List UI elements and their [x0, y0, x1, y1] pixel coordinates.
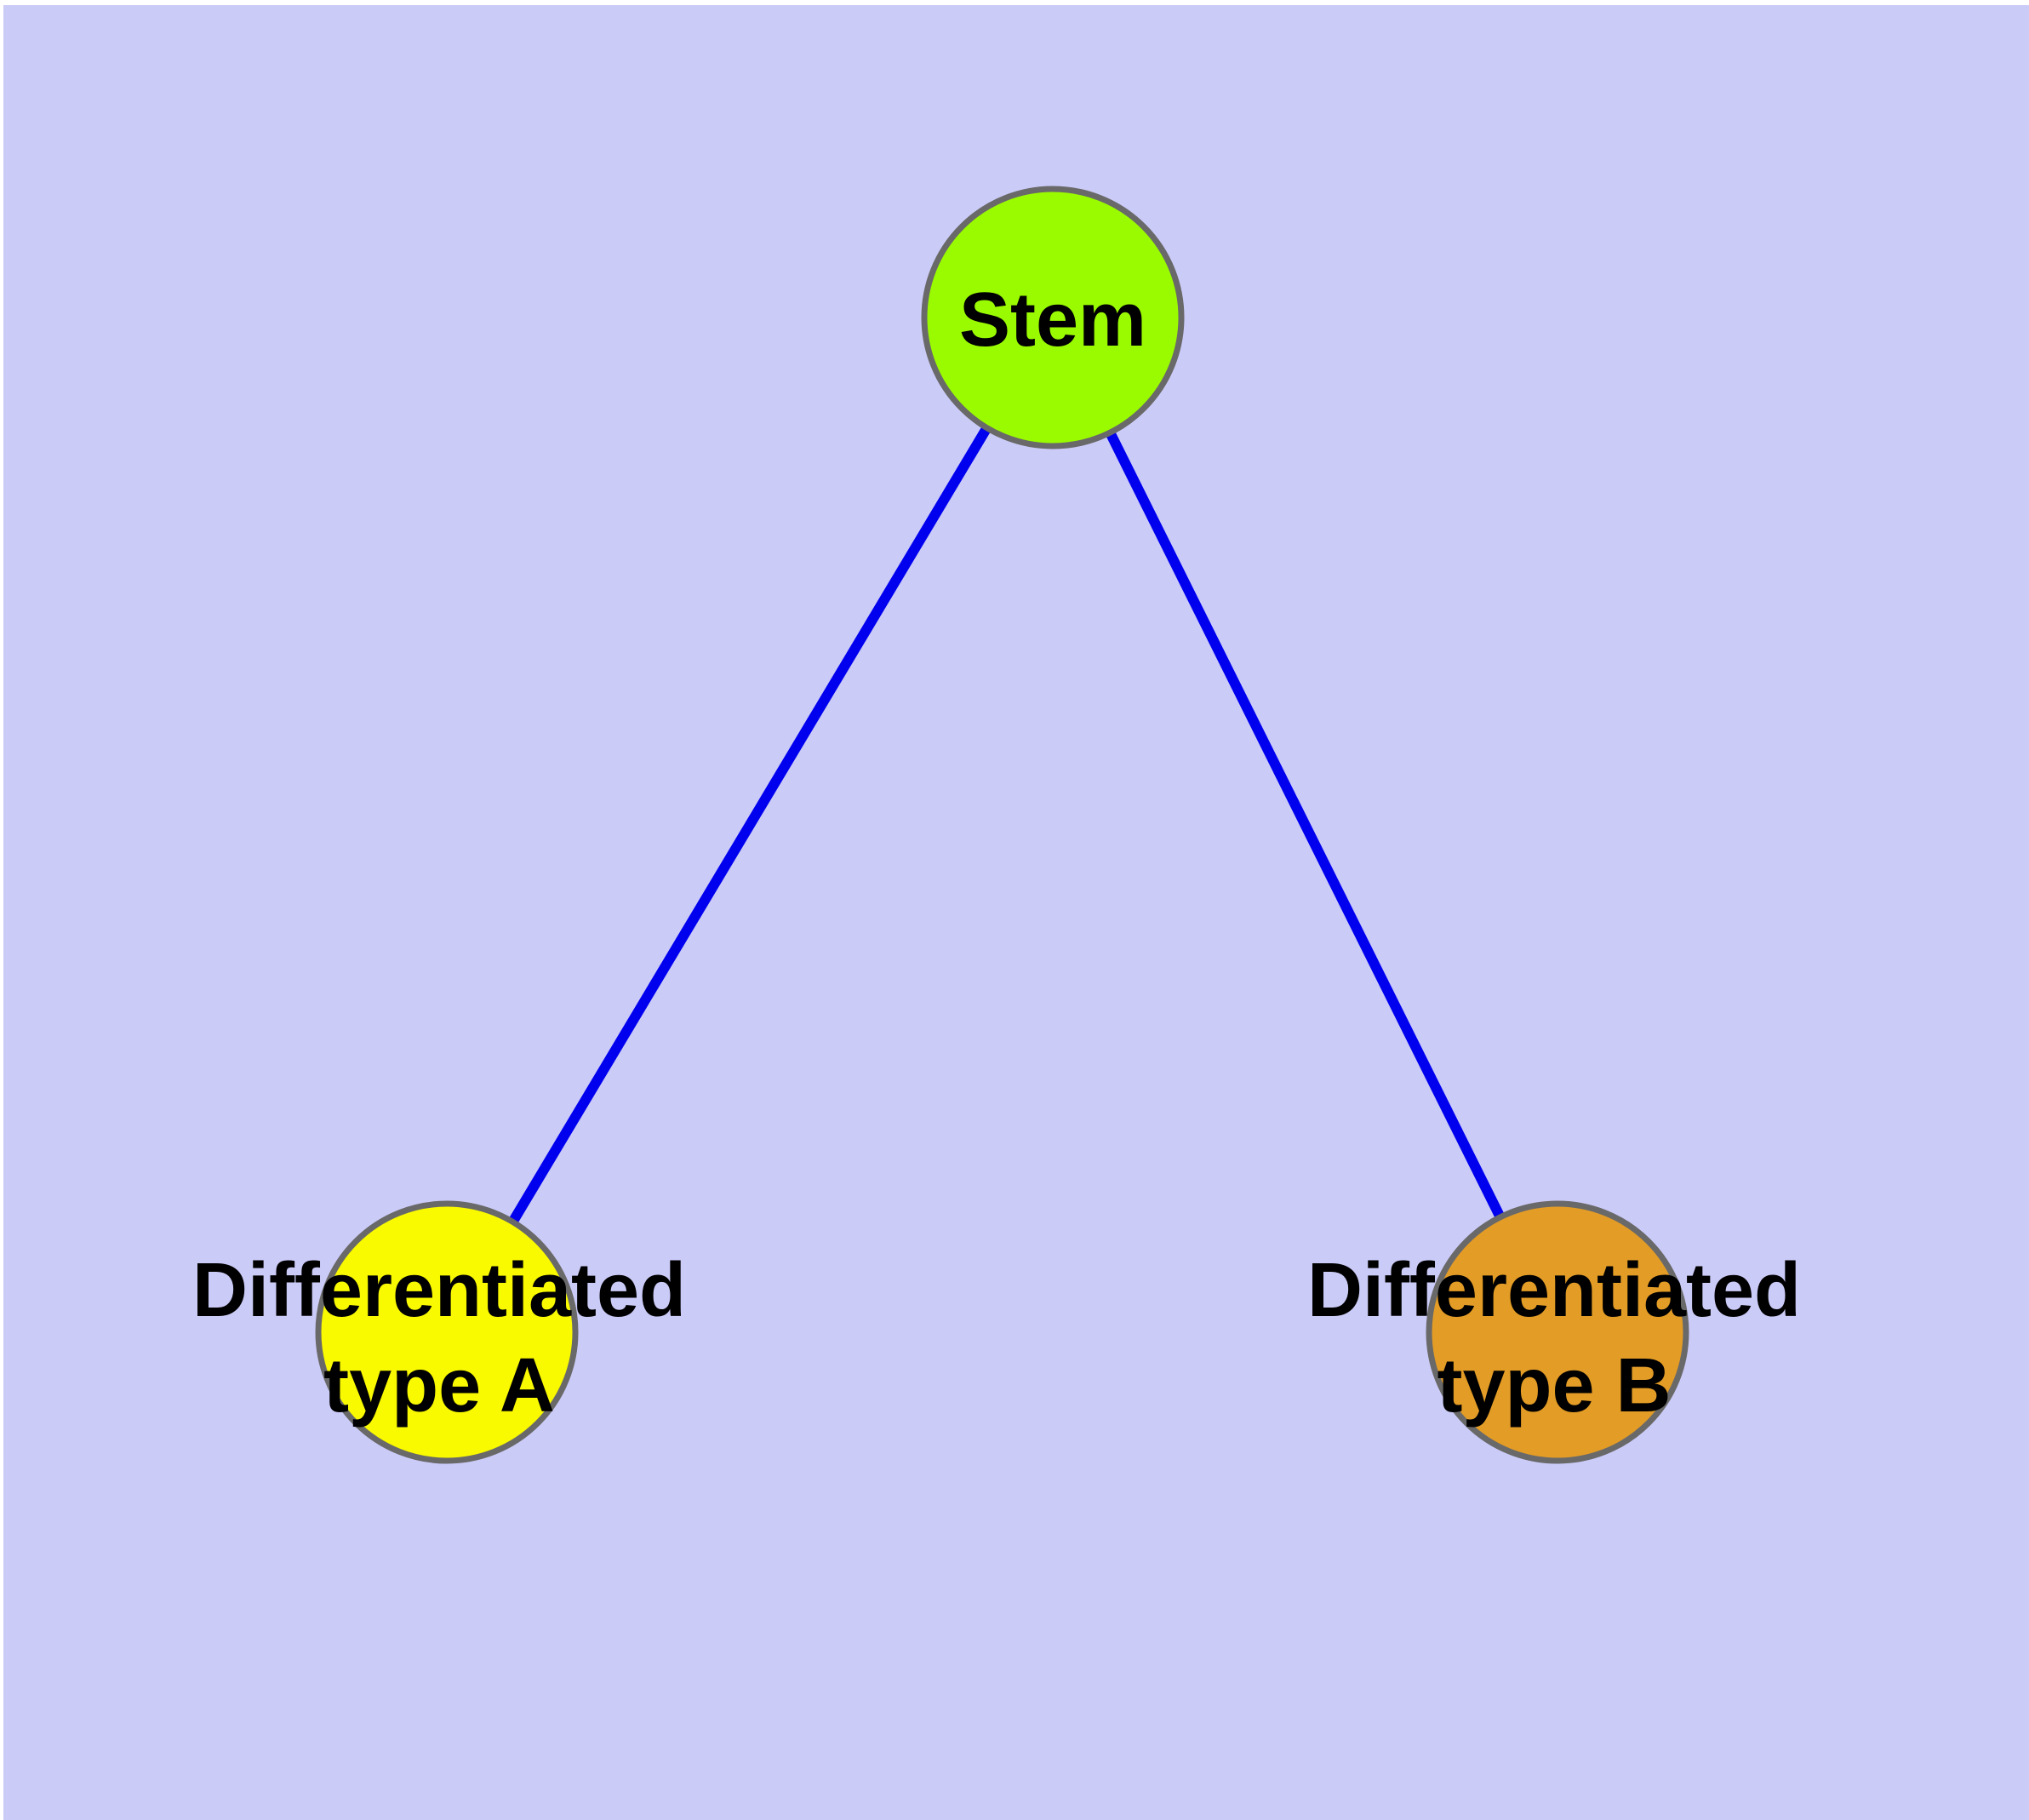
edge-stem-to-type-b	[1048, 315, 1563, 1335]
node-type-a-label-line2: type A	[323, 1343, 555, 1428]
node-type-a-label-line1: Differentiated	[192, 1248, 686, 1333]
node-differentiated-type-a	[315, 1200, 579, 1464]
node-type-b-label-line1: Differentiated	[1307, 1248, 1801, 1333]
node-stem	[921, 186, 1185, 449]
node-type-b-label-line2: type B	[1437, 1343, 1671, 1428]
node-differentiated-type-b	[1426, 1200, 1689, 1464]
node-stem-label: Stem	[959, 278, 1146, 363]
edge-stem-to-type-a	[442, 314, 1058, 1336]
